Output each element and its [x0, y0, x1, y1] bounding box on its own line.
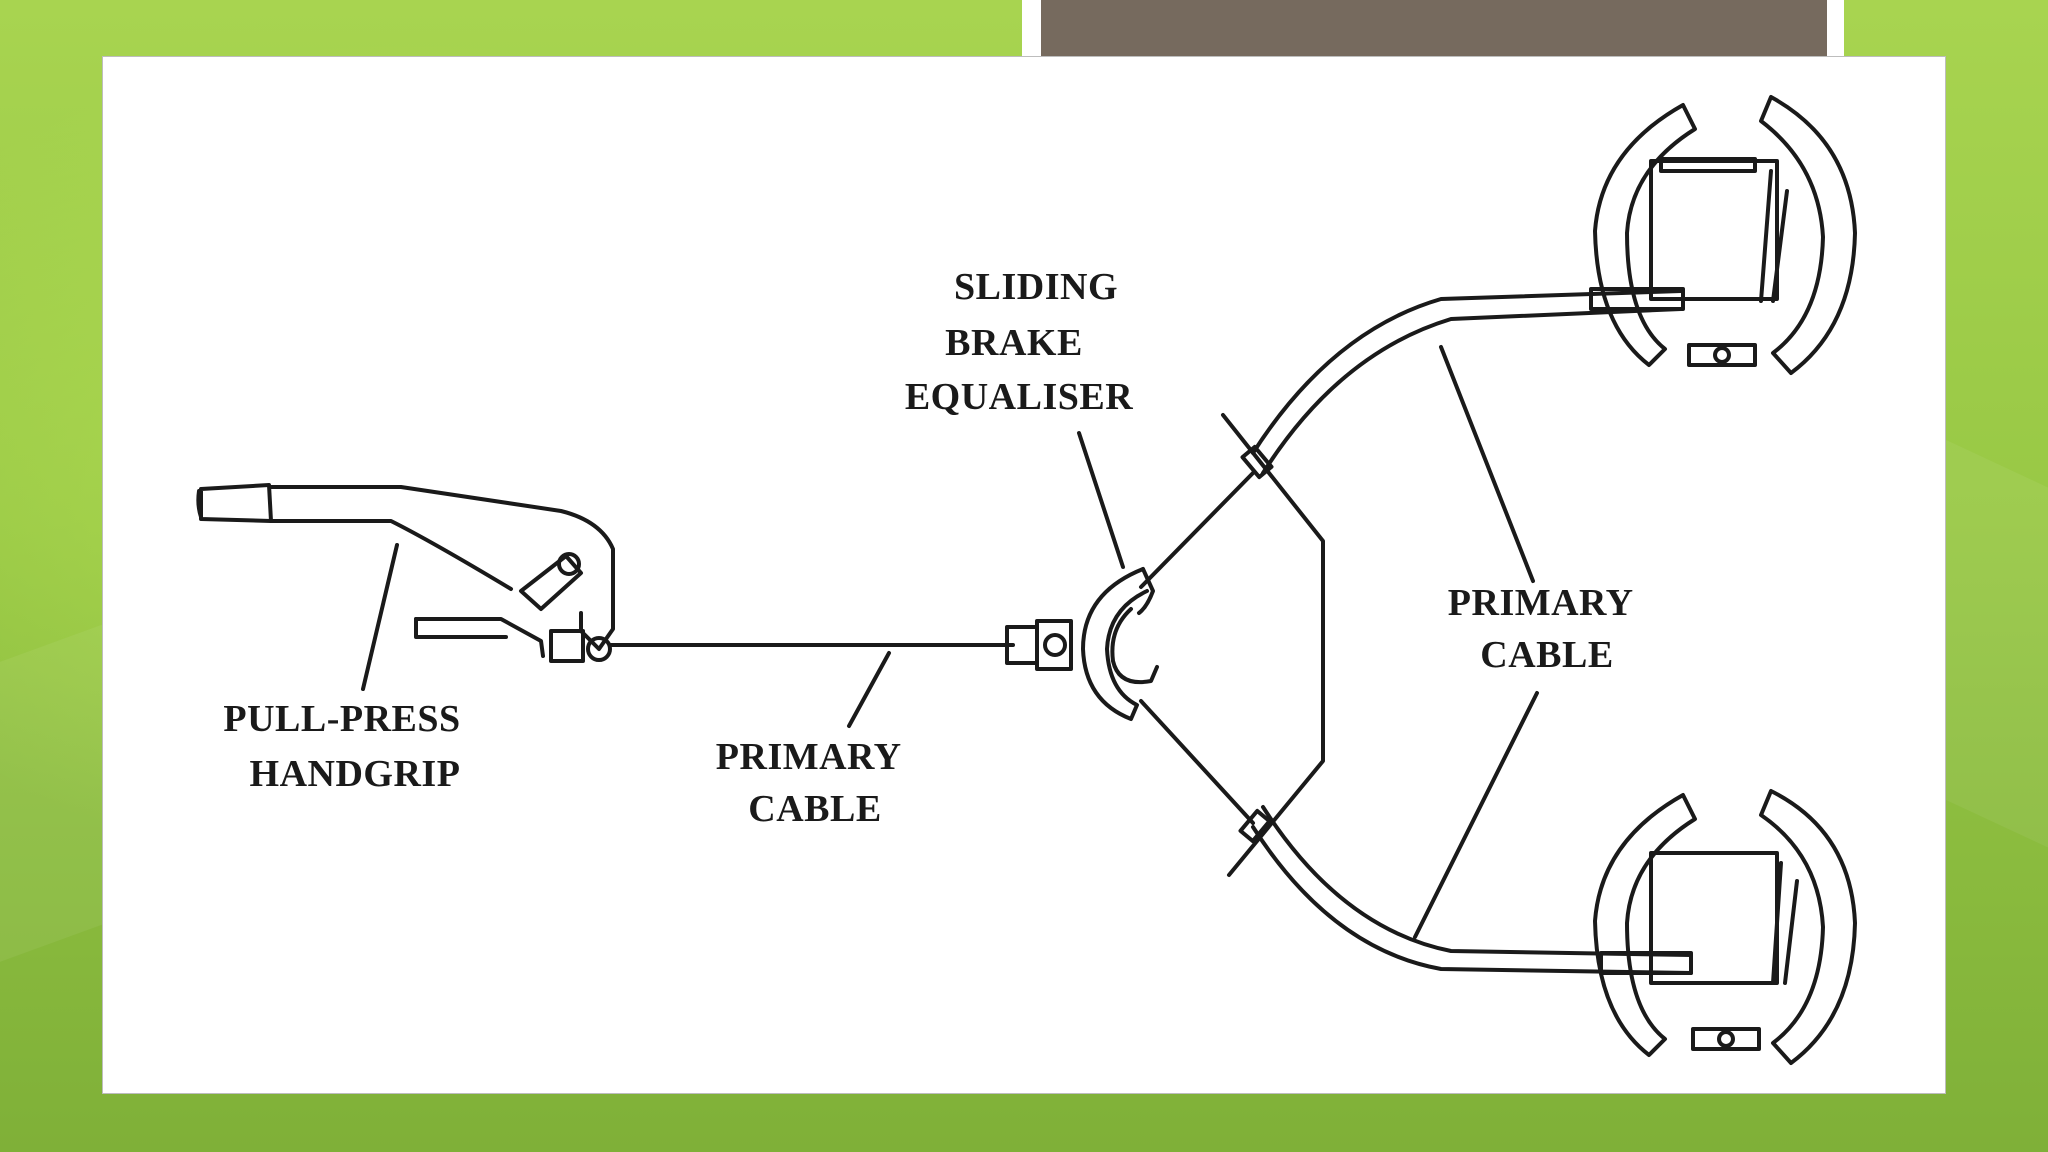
cable-bracket [1221, 413, 1325, 877]
upper-cable-sheath [1240, 287, 1685, 480]
label-line: PRIMARY [1448, 582, 1633, 624]
rear-brake-upper [1593, 95, 1857, 375]
label-line: HANDGRIP [250, 753, 461, 795]
equaliser-leader [1077, 431, 1125, 569]
parking-brake-diagram: PULL-PRESS HANDGRIP PRIMARY CABLE SLIDIN… [196, 95, 1857, 1065]
rear-brake-lower [1593, 789, 1857, 1065]
label-line: CABLE [748, 788, 881, 830]
label-line: SLIDING [954, 266, 1118, 308]
top-band [1041, 0, 1827, 58]
label-line: PULL-PRESS [223, 698, 460, 740]
label-primary-cable-right: PRIMARY CABLE [1448, 582, 1642, 676]
primary-cable-left-leader [847, 651, 891, 728]
label-line: BRAKE [945, 322, 1083, 364]
label-line: EQUALISER [905, 376, 1133, 418]
label-pull-press-handgrip: PULL-PRESS HANDGRIP [223, 698, 470, 795]
label-sliding-brake-equaliser: SLIDING BRAKE EQUALISER [905, 266, 1133, 418]
label-line: CABLE [1480, 634, 1613, 676]
primary-cable-right-leader-upper [1439, 345, 1535, 583]
cable-branch-lower [1139, 699, 1255, 825]
cable-branch-upper [1139, 471, 1255, 589]
diagram-panel: PULL-PRESS HANDGRIP PRIMARY CABLE SLIDIN… [102, 56, 1946, 1094]
lower-cable-sheath [1238, 805, 1693, 975]
handbrake-lever [196, 483, 615, 663]
label-line: PRIMARY [716, 736, 901, 778]
background-facet [1930, 432, 2048, 848]
label-primary-cable-left: PRIMARY CABLE [716, 736, 910, 830]
sliding-brake-equaliser [1005, 567, 1159, 721]
handgrip-leader [361, 543, 399, 691]
primary-cable-right-leader-lower [1413, 691, 1539, 939]
